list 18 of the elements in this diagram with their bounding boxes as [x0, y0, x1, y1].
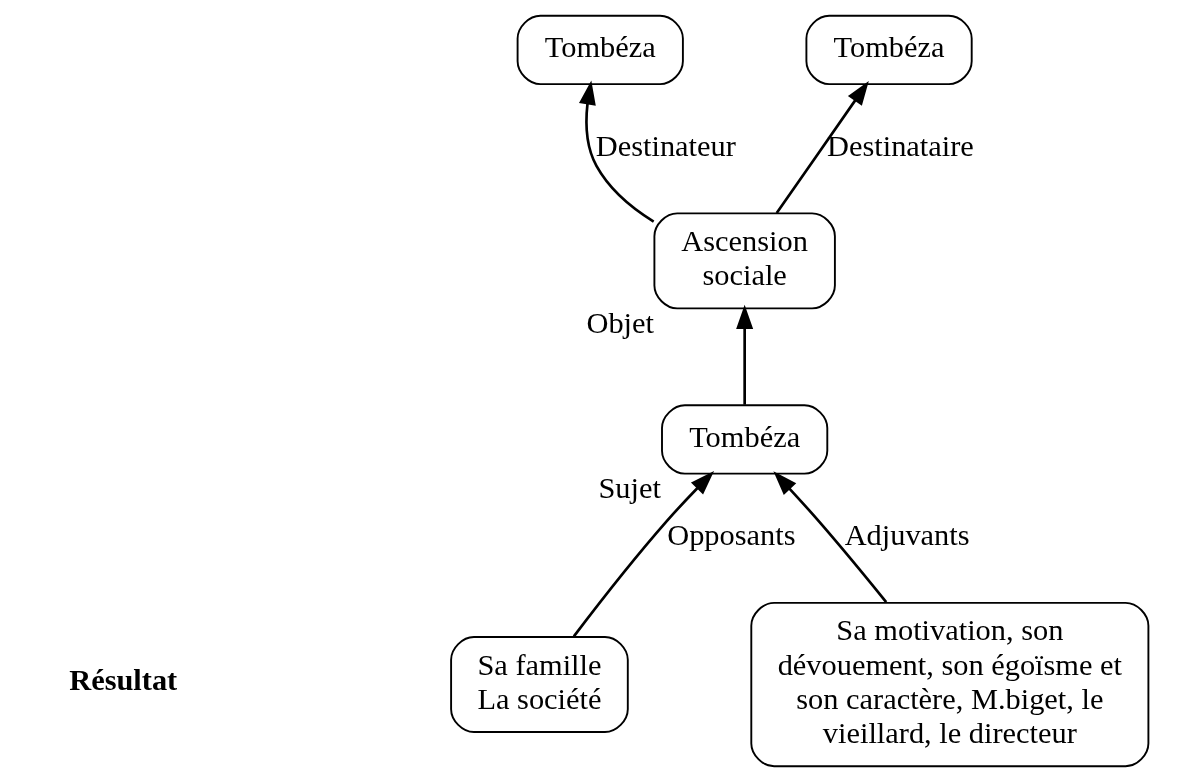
arrow — [572, 471, 715, 638]
node-box: Tombéza — [516, 14, 684, 86]
node-box: Sa motivation, son dévouement, son égoïsme et son caractère, M.biget, le vieillard, le directeur — [750, 601, 1150, 768]
arrow — [578, 80, 655, 223]
edge-label: Destinataire — [827, 128, 974, 163]
node-label: Objet — [586, 305, 654, 340]
edge-label: Destinateur — [595, 128, 736, 163]
edge-label: Adjuvants — [844, 518, 970, 553]
edge-label: Opposants — [667, 518, 796, 553]
arrow — [775, 80, 869, 214]
node-box: Sa famille La société — [450, 636, 629, 733]
label: Résultat — [69, 662, 178, 697]
node-box: Tombéza — [661, 404, 829, 475]
node-label: Sujet — [598, 470, 661, 505]
node-box: Tombéza — [805, 14, 973, 86]
arrow — [773, 471, 888, 603]
arrow — [736, 304, 754, 405]
node-box: Ascension sociale — [653, 212, 836, 310]
